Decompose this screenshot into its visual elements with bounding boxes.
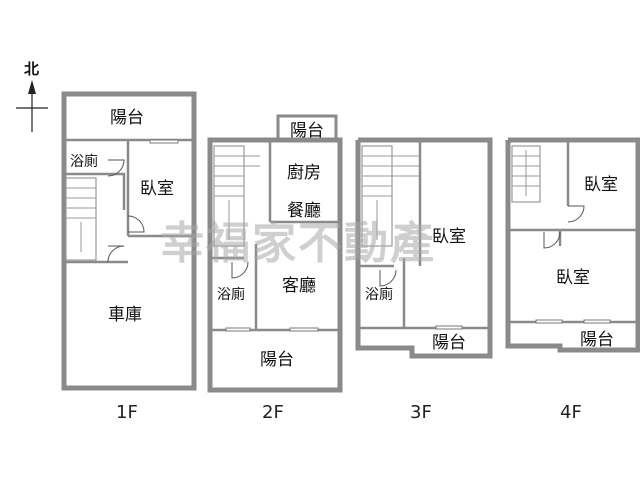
floor-2f-room-kitchen: 廚房 bbox=[287, 162, 321, 183]
floor-3f-room-bedroom: 臥室 bbox=[432, 227, 466, 247]
floor-3f-plan: 臥室 浴廁 陽台 3F bbox=[355, 137, 493, 423]
floor-1f-garage-door-icon bbox=[107, 245, 125, 263]
floor-2f-room-bath: 浴廁 bbox=[217, 286, 245, 303]
floor-2f-room-dining: 餐廳 bbox=[287, 201, 321, 221]
floor-4f-outline bbox=[505, 137, 640, 353]
floor-3f-stair-steps bbox=[362, 155, 420, 240]
floor-2f-label: 2F bbox=[262, 402, 284, 423]
floor-1f-bath-door-icon bbox=[107, 159, 125, 177]
floor-3f-outline bbox=[355, 137, 493, 359]
floor-4f-room-bedroom-main: 臥室 bbox=[556, 268, 590, 288]
floor-2f-plan: 陽台 廚房 餐廳 浴廁 客廳 陽台 2F bbox=[207, 114, 343, 423]
floor-3f-bath-door-icon bbox=[379, 269, 397, 287]
floor-3f-window bbox=[435, 325, 463, 330]
floor-2f-window bbox=[289, 327, 319, 332]
floor-4f-bedroom-door-icon bbox=[567, 205, 585, 223]
floor-2f-stair-steps bbox=[214, 155, 260, 240]
floor-4f-stair-steps bbox=[512, 150, 540, 196]
floor-3f-room-balcony: 陽台 bbox=[432, 333, 466, 353]
floor-2f-room-balcony-top: 陽台 bbox=[290, 121, 324, 141]
floor-1f-plan: 陽台 浴廁 臥室 車庫 1F bbox=[61, 91, 197, 423]
compass-arrow-icon bbox=[28, 80, 36, 94]
floor-4f-plan: 臥室 臥室 陽台 4F bbox=[505, 137, 640, 423]
floor-1f-outline bbox=[61, 91, 197, 391]
floor-1f-bedroom-door-icon bbox=[127, 215, 145, 233]
floor-1f-stair-steps bbox=[66, 187, 96, 252]
floor-1f-bath-wall bbox=[64, 172, 126, 210]
floor-2f-balcony-top bbox=[276, 114, 338, 142]
floor-1f-room-bedroom: 臥室 bbox=[140, 179, 174, 199]
floor-3f-room-bath: 浴廁 bbox=[365, 286, 393, 303]
floor-4f-room-balcony: 陽台 bbox=[580, 330, 614, 350]
floor-2f-room-living: 客廳 bbox=[282, 276, 316, 296]
north-compass: 北 bbox=[16, 60, 48, 132]
floor-4f-room-bedroom-top: 臥室 bbox=[584, 175, 618, 195]
floor-1f-room-bath: 浴廁 bbox=[70, 153, 98, 170]
compass-north-label: 北 bbox=[24, 60, 39, 78]
floor-4f-label: 4F bbox=[560, 402, 582, 423]
floor-1f-room-garage: 車庫 bbox=[108, 305, 142, 325]
floor-2f-bath-door-icon bbox=[231, 261, 249, 279]
floor-1f-window bbox=[149, 139, 179, 144]
floor-2f-outline bbox=[207, 137, 343, 393]
floor-2f-room-balcony-bottom: 陽台 bbox=[260, 350, 294, 370]
floor-2f-window bbox=[225, 327, 251, 332]
floor-1f-room-balcony: 陽台 bbox=[110, 108, 144, 128]
floor-1f-label: 1F bbox=[116, 402, 138, 423]
floor-4f-window bbox=[583, 319, 611, 324]
floor-3f-label: 3F bbox=[410, 402, 432, 423]
agency-watermark: 幸福家不動產 bbox=[160, 218, 436, 269]
floor-4f-window bbox=[535, 319, 563, 324]
floor-4f-bedroom-door-icon bbox=[543, 231, 561, 249]
